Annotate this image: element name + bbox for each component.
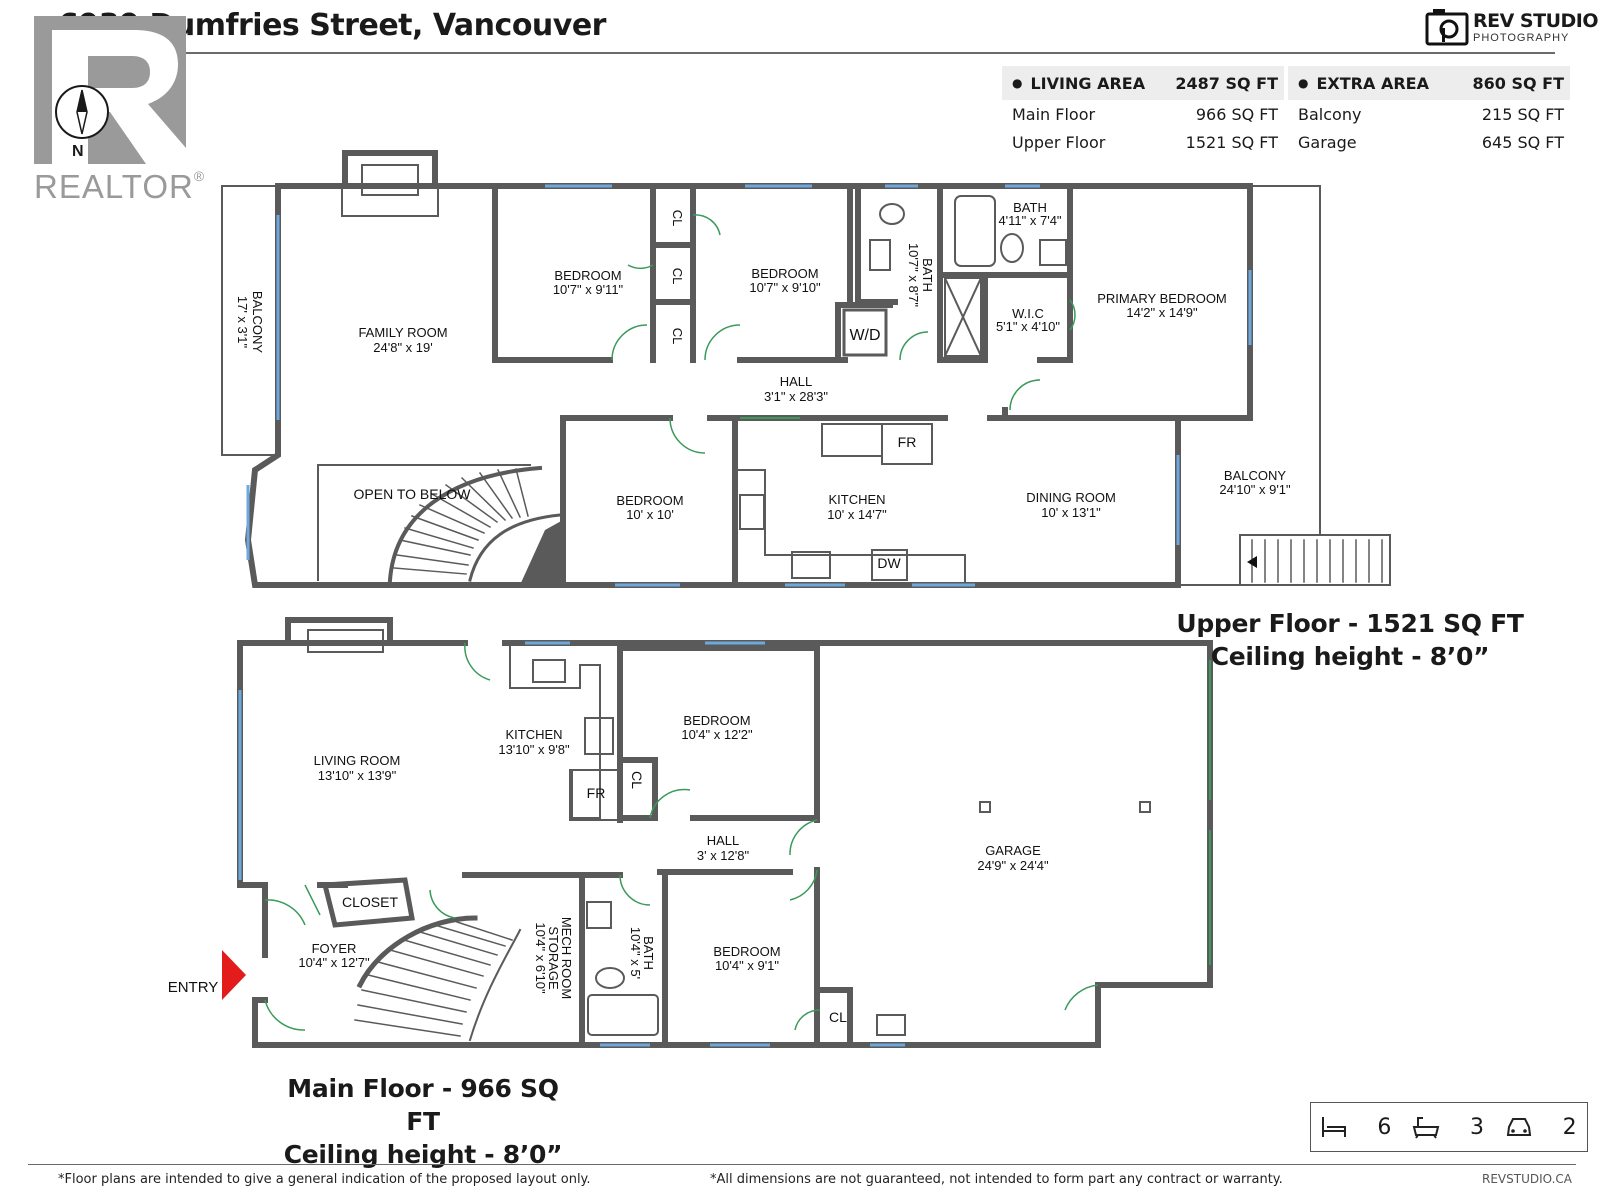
room-label: BATH <box>920 258 935 292</box>
room-dim: 10' x 13'1" <box>1041 505 1101 520</box>
closet-label: CL <box>629 771 645 789</box>
room-dim: 10'4" x 12'7" <box>298 955 370 970</box>
closet-label: CL <box>829 1009 847 1025</box>
room-dim: 4'11" x 7'4" <box>998 213 1061 228</box>
room-counts: 6 3 2 <box>1310 1102 1588 1152</box>
room-dim: 10'7" x 9'11" <box>553 282 624 297</box>
realtor-word: REALTOR® <box>34 168 206 205</box>
closet-label: CL <box>670 210 685 227</box>
fridge-label: FR <box>898 434 917 450</box>
room-dim: 10'7" x 9'10" <box>749 280 821 295</box>
room-dim: 24'10" x 9'1" <box>1219 482 1291 497</box>
room-dim: 10'4" x 5' <box>628 927 643 979</box>
room-label: BALCONY <box>250 291 265 353</box>
room-dim: 3'1" x 28'3" <box>764 389 828 404</box>
room-label: BATH <box>641 936 656 970</box>
room-dim: 5'1" x 4'10" <box>996 319 1060 334</box>
footer-divider <box>28 1164 1576 1165</box>
closet-label: CLOSET <box>342 894 398 910</box>
logo-sub: PHOTOGRAPHY <box>1473 32 1570 44</box>
room-label: BATH <box>1013 200 1047 215</box>
bed-icon <box>1322 1117 1347 1137</box>
room-label: BALCONY <box>1224 468 1286 483</box>
room-label: FAMILY ROOM <box>358 325 447 340</box>
entry-arrow-icon <box>222 950 246 1000</box>
room-dim: 17' x 3'1" <box>235 296 250 349</box>
car-icon <box>1506 1118 1531 1136</box>
room-label: DINING ROOM <box>1026 490 1116 505</box>
room-dim: 10' x 10' <box>626 507 674 522</box>
fridge-label: FR <box>587 785 606 801</box>
realtor-logo-icon <box>34 16 186 164</box>
room-label: HALL <box>780 374 813 389</box>
closet-label: CL <box>670 268 685 285</box>
entry-label: ENTRY <box>168 979 219 996</box>
camera-icon <box>1425 9 1469 46</box>
room-dim: 10'4" x 9'1" <box>715 958 779 973</box>
footer-disclaimer-left: *Floor plans are intended to give a gene… <box>58 1172 591 1187</box>
room-dim: 24'9" x 24'4" <box>977 858 1049 873</box>
room-label: STORAGE <box>546 926 561 990</box>
upper-floor-walls <box>244 150 1253 588</box>
wd-label: W/D <box>849 327 880 344</box>
room-label: PRIMARY BEDROOM <box>1097 291 1227 306</box>
room-label: W.I.C <box>1012 306 1044 321</box>
room-label: HALL <box>707 833 740 848</box>
garage-count: 2 <box>1505 1115 1577 1140</box>
header-divider <box>50 52 1555 54</box>
main-floor-title: Main Floor - 966 SQ FT Ceiling height - … <box>283 1074 563 1169</box>
room-dim: 10' x 14'7" <box>827 507 887 522</box>
living-area-header: LIVING AREA 2487 SQ FT <box>1002 66 1284 100</box>
room-dim: 13'10" x 9'8" <box>498 742 570 757</box>
footer-disclaimer-center: *All dimensions are not guaranteed, not … <box>710 1172 1283 1187</box>
room-label: BEDROOM <box>616 493 683 508</box>
room-label: FOYER <box>312 941 357 956</box>
logo-name: REV STUDIO <box>1473 10 1599 32</box>
closet-label: CL <box>670 328 685 345</box>
room-label: BEDROOM <box>554 268 621 283</box>
room-dim: 10'4" x 12'2" <box>681 727 753 742</box>
room-dim: 14'2" x 14'9" <box>1126 305 1198 320</box>
room-dim: 10'7" x 8'7" <box>906 243 921 307</box>
room-label: BEDROOM <box>751 266 818 281</box>
bathtub-icon <box>1412 1117 1440 1139</box>
bedroom-count: 6 <box>1321 1115 1391 1140</box>
room-dim: 10'4" x 6'10" <box>533 922 548 994</box>
room-label: BEDROOM <box>683 713 750 728</box>
rev-studio-logo: REV STUDIO PHOTOGRAPHY <box>1425 8 1599 48</box>
room-label: MECH ROOM <box>559 917 574 999</box>
room-label: KITCHEN <box>828 492 885 507</box>
room-label: KITCHEN <box>505 727 562 742</box>
footer-site: REVSTUDIO.CA <box>1482 1172 1572 1186</box>
dishwasher-label: DW <box>877 555 901 571</box>
upper-floor-title: Upper Floor - 1521 SQ FT Ceiling height … <box>1176 609 1524 671</box>
room-label: LIVING ROOM <box>314 753 401 768</box>
open-to-below-label: OPEN TO BELOW <box>354 486 472 502</box>
bathroom-count: 3 <box>1412 1115 1484 1140</box>
room-dim: 13'10" x 13'9" <box>318 768 397 783</box>
room-label: GARAGE <box>985 843 1041 858</box>
room-dim: 24'8" x 19' <box>373 340 432 355</box>
room-dim: 3' x 12'8" <box>697 848 750 863</box>
compass-north: N <box>72 143 84 160</box>
room-label: BEDROOM <box>713 944 780 959</box>
extra-area-header: EXTRA AREA 860 SQ FT <box>1288 66 1570 100</box>
